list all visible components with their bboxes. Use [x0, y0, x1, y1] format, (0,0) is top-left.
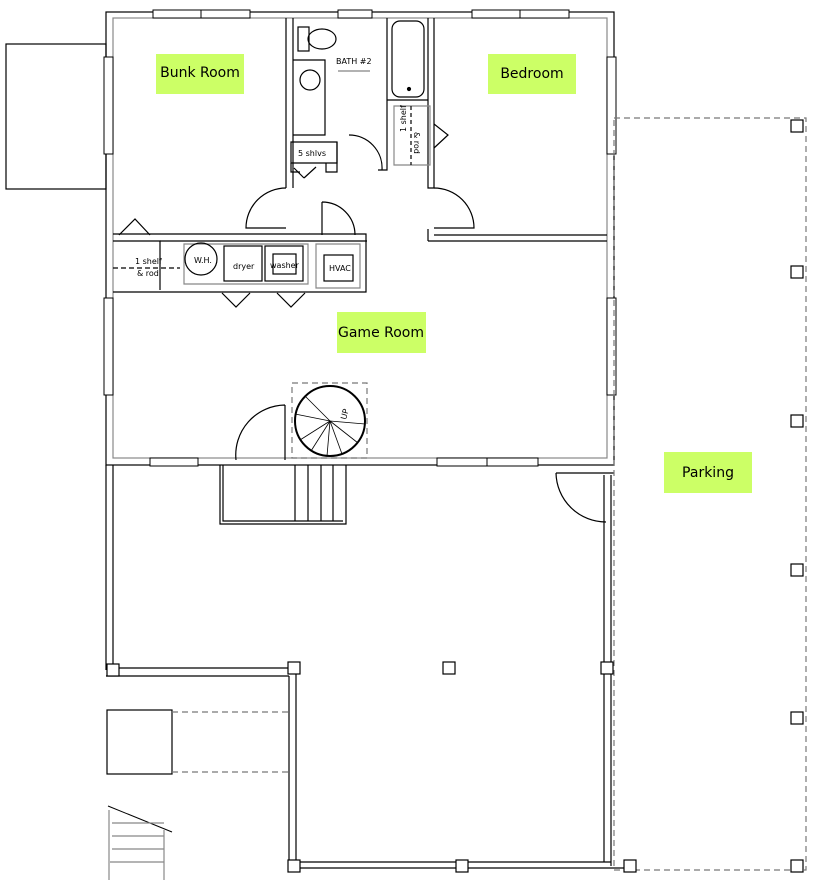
washer-label: washer: [270, 261, 300, 270]
closet-bath-line1: 1 shelf: [399, 105, 408, 132]
structural-posts: [106, 119, 804, 873]
porch-walls: [105, 465, 630, 869]
dryer-label: dryer: [233, 262, 255, 271]
spiral-stair: UP: [291, 382, 368, 459]
lower-deck: [106, 709, 289, 880]
windows: [103, 9, 617, 467]
svg-text:Bunk Room: Bunk Room: [160, 65, 240, 81]
laundry-fixtures: [184, 242, 354, 282]
svg-text:Bedroom: Bedroom: [500, 66, 563, 82]
hvac-icon: [323, 254, 354, 282]
shelves-label: 5 shlvs: [298, 149, 326, 158]
sink-icon: [299, 69, 321, 91]
washer-icon: [264, 245, 304, 282]
entry-stair: [219, 465, 347, 525]
room-label-bunk-room: Bunk Room: [156, 54, 244, 94]
hvac-label: HVAC: [329, 264, 351, 273]
toilet-icon: [307, 28, 337, 50]
room-label-parking: Parking: [664, 452, 752, 493]
closet-left-line1: 1 shelf: [135, 257, 162, 266]
parking-outline: [613, 117, 807, 871]
closet-left-line2: & rod: [137, 269, 159, 278]
doors: [118, 123, 614, 523]
bathtub-icon: [391, 20, 425, 98]
dryer-icon: [223, 245, 263, 282]
water-heater-icon: [184, 242, 218, 276]
toilet-tank: [297, 26, 310, 52]
room-label-bedroom: Bedroom: [488, 54, 576, 94]
bath-fixtures: [297, 20, 425, 98]
side-deck: [5, 43, 107, 190]
stair-up-label: UP: [339, 408, 351, 421]
closet-bath-line2: & rod: [412, 132, 421, 154]
water-heater-label: W.H.: [194, 256, 212, 265]
bath-label: BATH #2: [336, 57, 372, 66]
interior-walls: [113, 18, 607, 293]
svg-text:Parking: Parking: [682, 465, 734, 481]
svg-text:Game Room: Game Room: [338, 325, 424, 341]
room-label-game-room: Game Room: [337, 312, 426, 353]
